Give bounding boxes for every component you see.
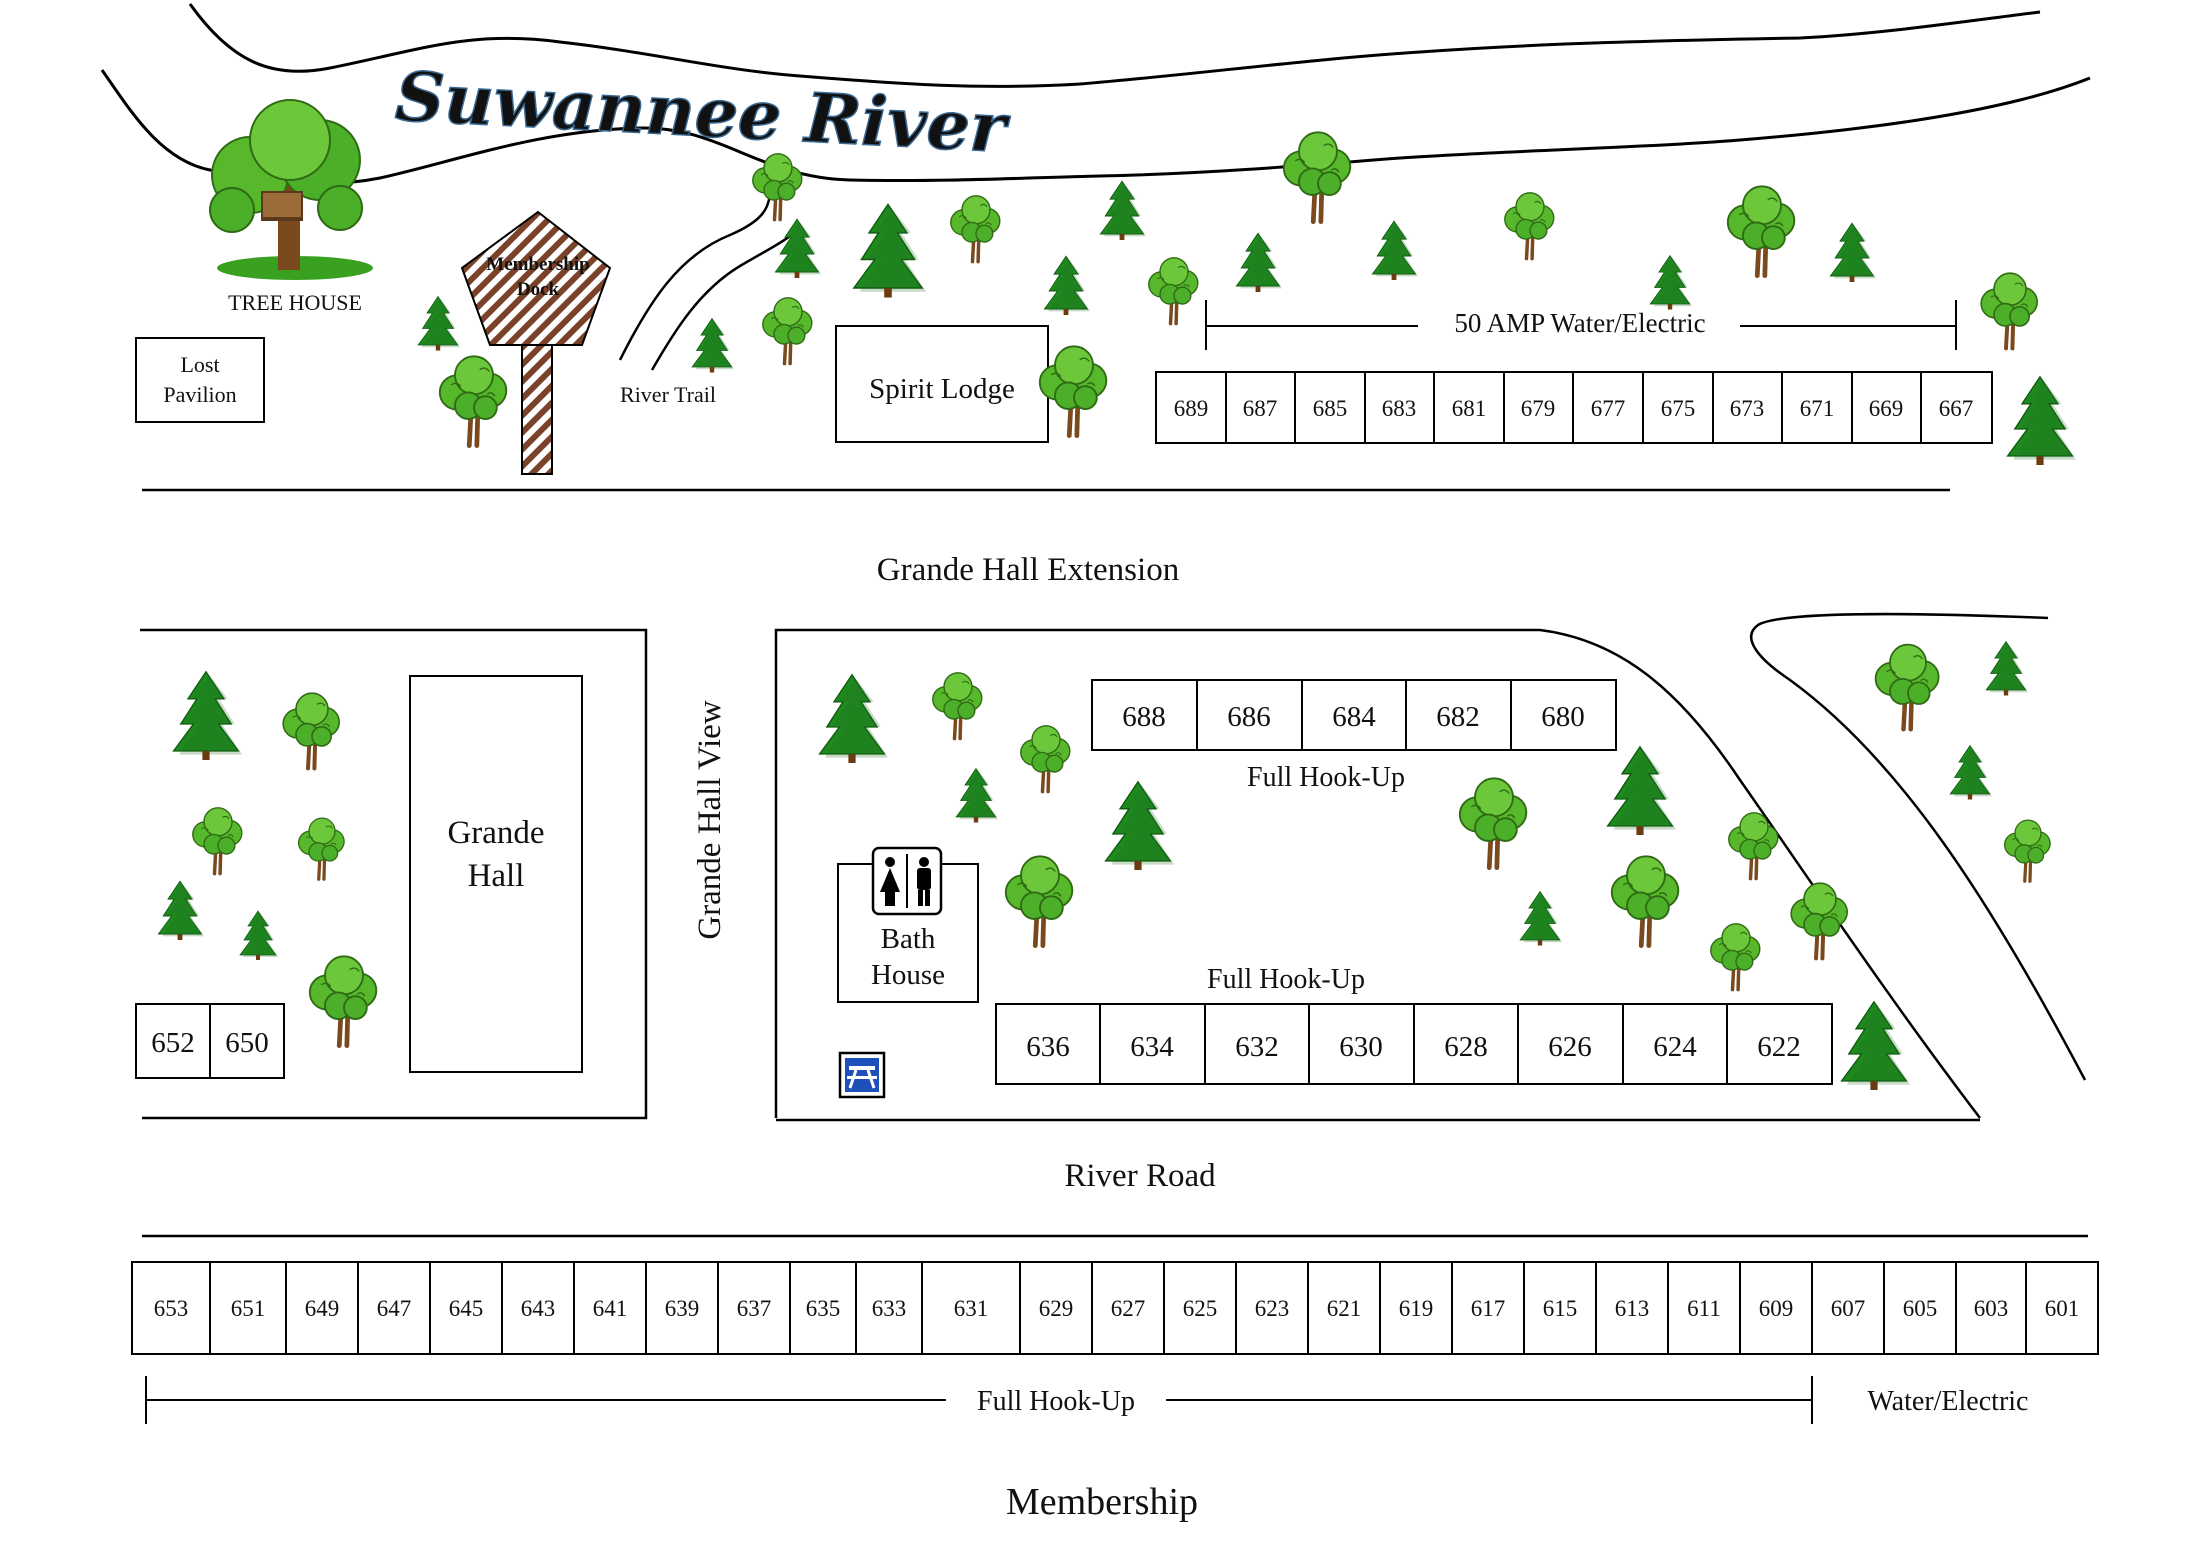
site-641: 641 <box>593 1296 628 1321</box>
site-624: 624 <box>1653 1031 1697 1063</box>
site-625: 625 <box>1183 1296 1218 1321</box>
site-632: 632 <box>1235 1031 1279 1063</box>
grande-hall-line2: Hall <box>468 858 525 894</box>
picnic-table-icon <box>838 1051 886 1099</box>
site-680: 680 <box>1541 701 1585 733</box>
tree-house-label: TREE HOUSE <box>228 290 362 315</box>
membership-dock-line2: Dock <box>517 279 560 300</box>
site-630: 630 <box>1339 1031 1383 1063</box>
bath-house-line1: Bath <box>881 923 936 955</box>
site-629: 629 <box>1039 1296 1074 1321</box>
lost-pavilion-line1: Lost <box>180 352 219 377</box>
site-607: 607 <box>1831 1296 1866 1321</box>
site-623: 623 <box>1255 1296 1290 1321</box>
site-626: 626 <box>1548 1031 1592 1063</box>
river-road-label: River Road <box>1064 1158 1216 1194</box>
full-hookup-bracket <box>145 1376 1813 1424</box>
lost-pavilion <box>135 337 265 423</box>
site-677: 677 <box>1591 396 1626 421</box>
grande-hall-line1: Grande <box>447 815 544 851</box>
bath-house-line2: House <box>871 959 945 991</box>
site-605: 605 <box>1903 1296 1938 1321</box>
spirit-lodge <box>835 325 1049 443</box>
site-671: 671 <box>1800 396 1835 421</box>
site-684: 684 <box>1332 701 1376 733</box>
water-electric-label: Water/Electric <box>1868 1386 2029 1417</box>
site-row-left <box>135 1003 285 1079</box>
tree-house <box>209 99 373 280</box>
site-687: 687 <box>1243 396 1278 421</box>
site-673: 673 <box>1730 396 1765 421</box>
site-669: 669 <box>1869 396 1904 421</box>
site-667: 667 <box>1939 396 1974 421</box>
full-hookup-mid-label: Full Hook-Up <box>1207 964 1365 995</box>
site-634: 634 <box>1130 1031 1174 1063</box>
site-row-bottom <box>131 1261 2099 1355</box>
left-block-outline <box>140 628 648 1120</box>
site-622: 622 <box>1757 1031 1801 1063</box>
site-636: 636 <box>1026 1031 1070 1063</box>
site-635: 635 <box>806 1296 841 1321</box>
grande-hall-extension-label: Grande Hall Extension <box>877 552 1179 588</box>
spirit-lodge-label: Spirit Lodge <box>869 373 1015 405</box>
river-trail-path <box>618 189 772 361</box>
site-615: 615 <box>1543 1296 1578 1321</box>
site-633: 633 <box>872 1296 907 1321</box>
site-679: 679 <box>1521 396 1556 421</box>
site-651: 651 <box>231 1296 266 1321</box>
site-650: 650 <box>225 1027 269 1059</box>
right-curved-road <box>1750 612 2087 1081</box>
membership-label: Membership <box>1006 1481 1198 1523</box>
site-639: 639 <box>665 1296 700 1321</box>
amp50-label: 50 AMP Water/Electric <box>1454 308 1705 338</box>
site-609: 609 <box>1759 1296 1794 1321</box>
site-631: 631 <box>954 1296 989 1321</box>
site-row-top <box>1155 371 1993 444</box>
site-688: 688 <box>1122 701 1166 733</box>
site-653: 653 <box>154 1296 189 1321</box>
lost-pavilion-line2: Pavilion <box>163 382 236 407</box>
site-647: 647 <box>377 1296 412 1321</box>
site-628: 628 <box>1444 1031 1488 1063</box>
site-689: 689 <box>1174 396 1209 421</box>
site-603: 603 <box>1974 1296 2009 1321</box>
site-619: 619 <box>1399 1296 1434 1321</box>
site-681: 681 <box>1452 396 1487 421</box>
site-686: 686 <box>1227 701 1271 733</box>
amp50-bracket <box>1205 300 1957 350</box>
site-675: 675 <box>1661 396 1696 421</box>
site-645: 645 <box>449 1296 484 1321</box>
site-652: 652 <box>151 1027 195 1059</box>
site-row-mid-lower <box>995 1003 1833 1085</box>
restroom-icon <box>871 846 943 916</box>
site-683: 683 <box>1382 396 1417 421</box>
site-649: 649 <box>305 1296 340 1321</box>
site-637: 637 <box>737 1296 772 1321</box>
site-613: 613 <box>1615 1296 1650 1321</box>
membership-dock-line1: Membership <box>486 254 589 275</box>
membership-dock <box>460 210 612 475</box>
middle-block-outline <box>774 628 1981 1119</box>
grande-hall-view-label: Grande Hall View <box>692 700 728 939</box>
site-685: 685 <box>1313 396 1348 421</box>
site-627: 627 <box>1111 1296 1146 1321</box>
river-trail-label: River Trail <box>620 382 716 407</box>
site-621: 621 <box>1327 1296 1362 1321</box>
site-643: 643 <box>521 1296 556 1321</box>
site-row-mid-upper <box>1091 679 1617 751</box>
full-hookup-bottom-label: Full Hook-Up <box>977 1386 1135 1417</box>
site-611: 611 <box>1687 1296 1721 1321</box>
site-617: 617 <box>1471 1296 1506 1321</box>
site-601: 601 <box>2045 1296 2080 1321</box>
site-682: 682 <box>1436 701 1480 733</box>
grande-hall <box>409 675 583 1073</box>
full-hookup-upper-label: Full Hook-Up <box>1247 762 1405 793</box>
